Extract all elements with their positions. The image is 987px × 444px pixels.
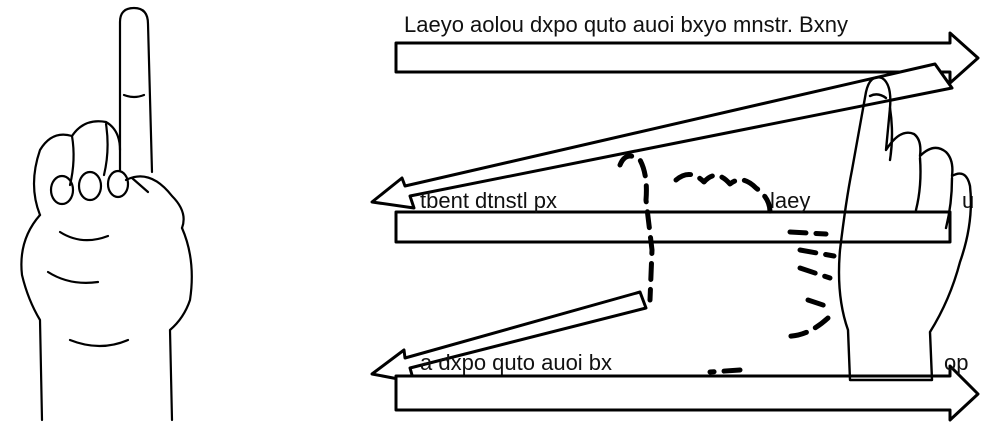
text-line-2-end: u [962, 188, 974, 213]
text-line-2-start: tbent dtnstl px [420, 188, 557, 213]
text-line-3-end: op [944, 350, 968, 375]
swipe-path-arrows [370, 31, 980, 422]
arrow-row1-right [394, 31, 980, 85]
text-line-1: Laeyo aolou dxpo quto auoi bxyo mnstr. B… [404, 12, 848, 37]
arrow-row3-right [394, 364, 980, 422]
dashed-hand-outline-icon [617, 153, 837, 375]
arrow-diagonal1-left [370, 62, 954, 210]
reading-text-lines: Laeyo aolou dxpo quto auoi bxyo mnstr. B… [404, 12, 974, 375]
arrow-row2-left [394, 210, 952, 244]
text-line-3-start: a dxpo quto auoi bx [420, 350, 612, 375]
text-line-2-mid: laey [770, 188, 810, 213]
raised-index-finger-hand-icon [20, 6, 193, 422]
swiping-hand-icon [837, 76, 973, 382]
arrow-diagonal2-left [370, 290, 648, 384]
